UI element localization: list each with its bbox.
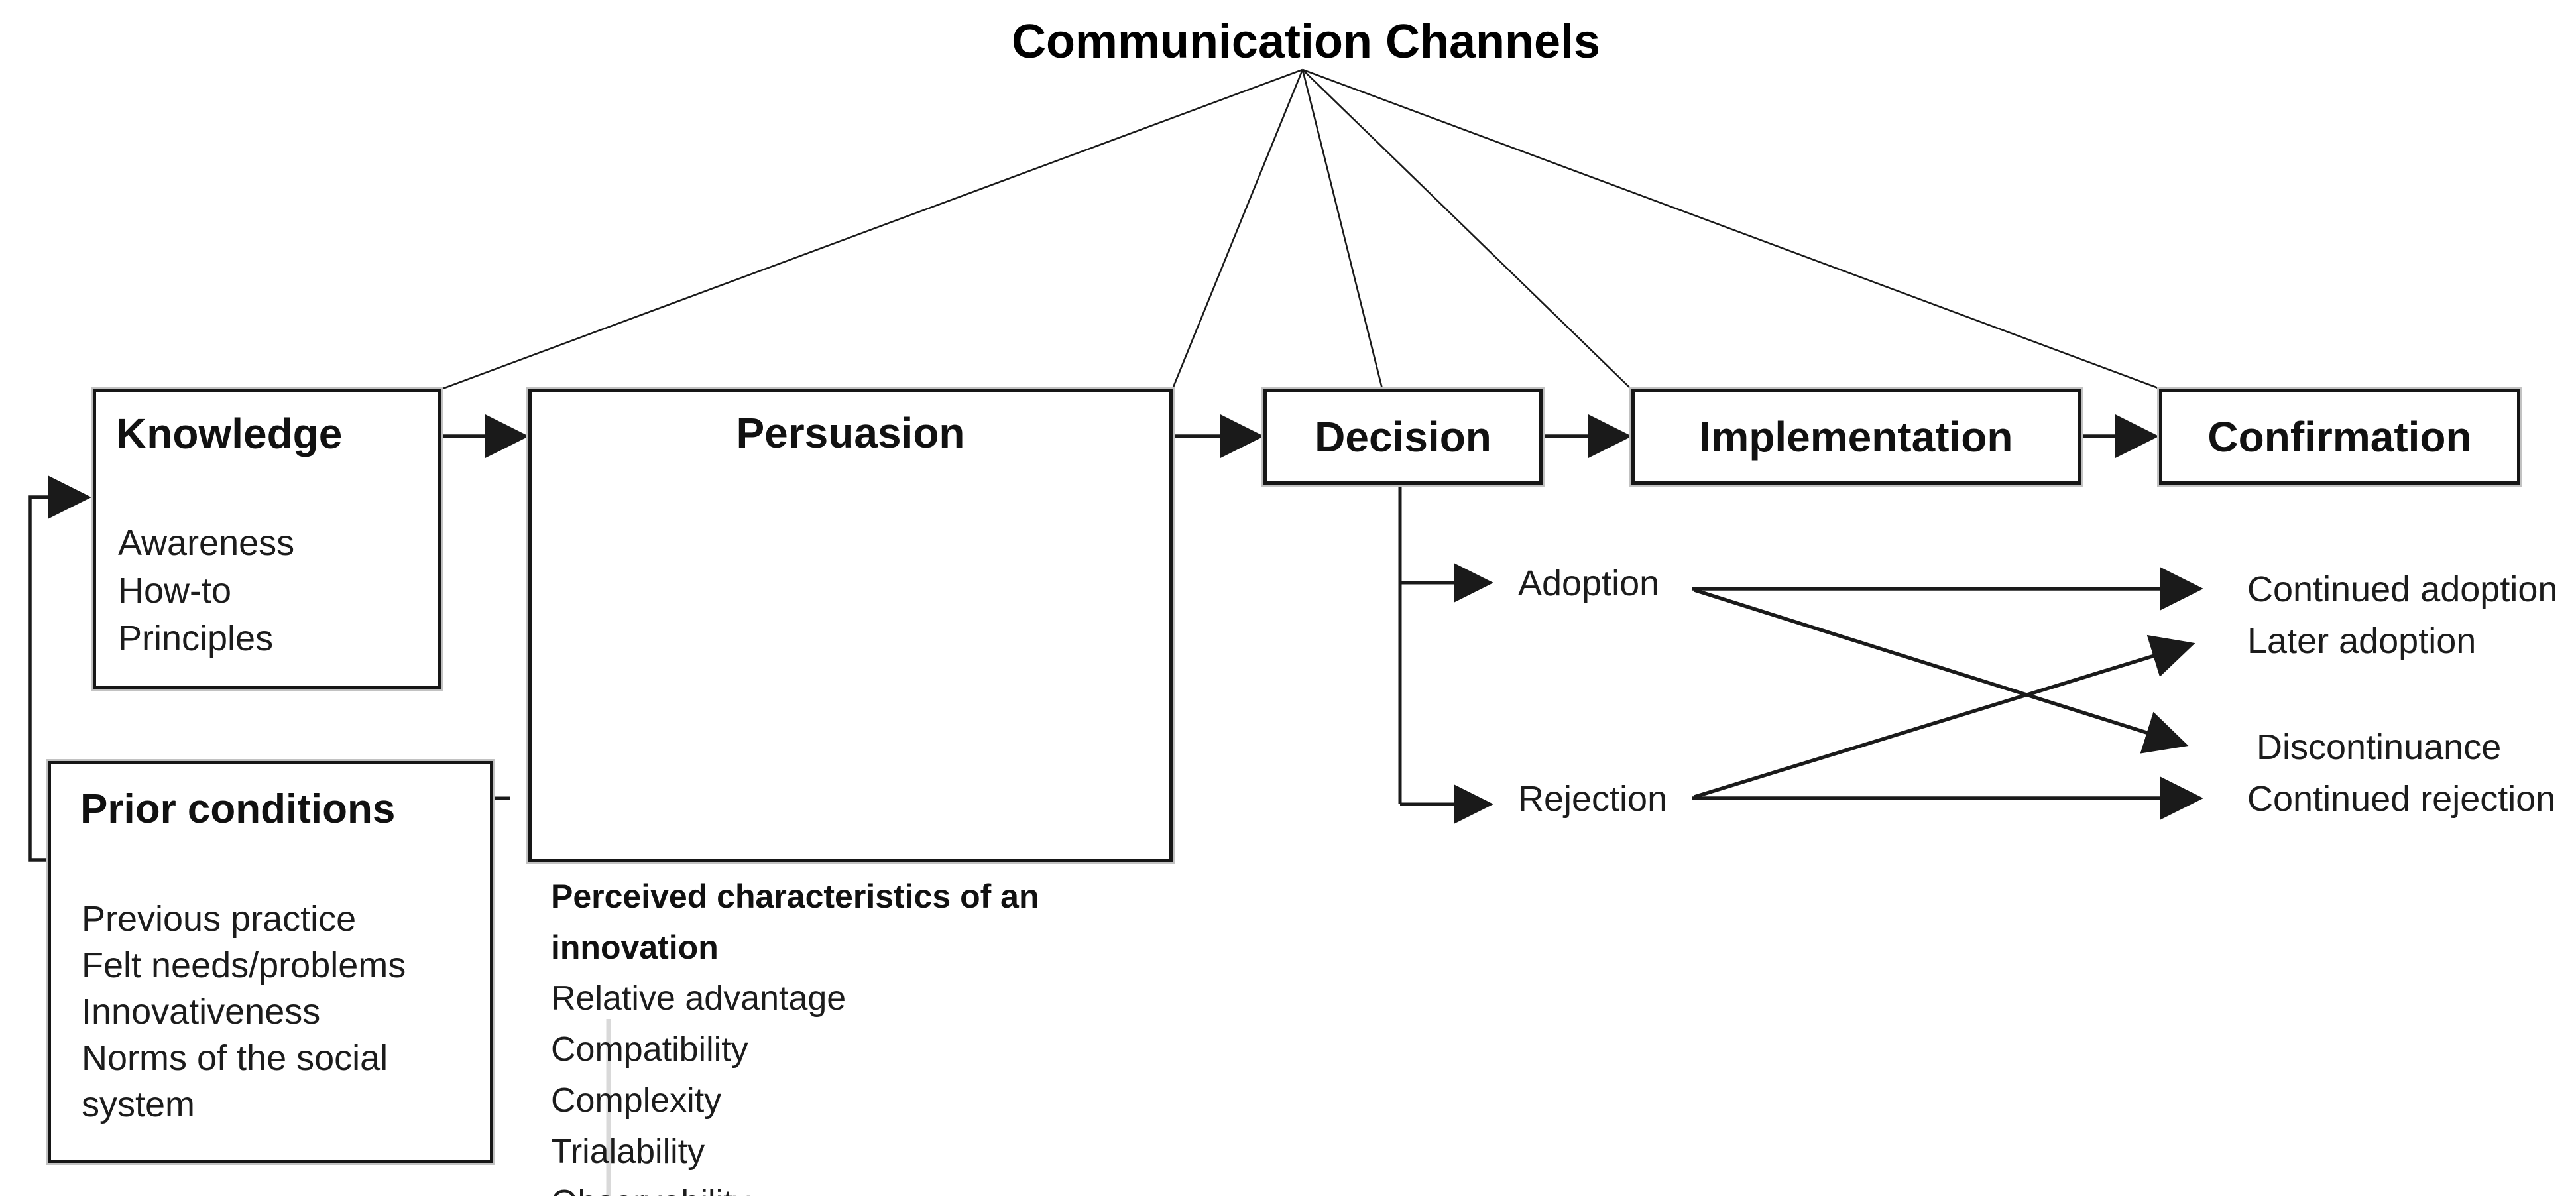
stage-box-knowledge: Knowledge Awareness How-to Principles	[91, 387, 443, 691]
arrow-rejection-later-adoption	[1694, 634, 2195, 799]
fan-line-decision	[1301, 69, 1383, 389]
fan-line-confirmation	[1302, 68, 2160, 390]
fan-line-knowledge	[442, 68, 1303, 390]
feedback-line-prior-knowledge	[28, 475, 91, 862]
stage-label-implementation: Implementation	[1699, 413, 2013, 461]
list-item: Observability	[551, 1177, 1151, 1196]
list-item: Principles	[118, 619, 274, 658]
outcome-label-later-adoption: Later adoption	[2247, 621, 2477, 661]
list-item: Trialability	[551, 1132, 705, 1171]
stage-label-decision: Decision	[1315, 413, 1492, 461]
list-item: Innovativeness	[82, 992, 321, 1032]
prior-conditions-label: Prior conditions	[80, 786, 396, 832]
list-item: Awareness	[118, 523, 295, 563]
fan-line-implementation	[1302, 69, 1631, 389]
list-item: Previous practice	[82, 899, 357, 939]
list-item: Compatibility	[551, 1030, 748, 1069]
list-item: Relative advantage	[551, 979, 847, 1018]
stage-label-persuasion: Persuasion	[736, 409, 965, 457]
branch-label-rejection: Rejection	[1518, 779, 1668, 819]
stage-box-persuasion: Persuasion Perceived characteristics of …	[526, 387, 1175, 1196]
prior-conditions-item-list: Previous practice Felt needs/problems In…	[82, 896, 466, 1128]
list-item: How-to	[118, 571, 232, 611]
persuasion-body: Perceived characteristics of an innovati…	[551, 871, 1151, 1196]
persuasion-subheading: Perceived characteristics of an innovati…	[551, 878, 1039, 966]
stage-label-knowledge: Knowledge	[116, 410, 343, 457]
stage-box-implementation: Implementation	[1629, 387, 2083, 487]
outcome-label-discontinuance: Discontinuance	[2256, 727, 2502, 767]
stage-box-decision: Decision	[1261, 387, 1545, 487]
stage-box-confirmation: Confirmation	[2157, 387, 2522, 487]
list-item: Complexity	[551, 1081, 722, 1120]
outcome-label-continued-rejection: Continued rejection	[2247, 779, 2556, 819]
list-item: Felt needs/problems	[82, 945, 406, 985]
knowledge-item-list: Awareness How-to Principles	[118, 519, 294, 662]
fan-line-persuasion	[1171, 69, 1304, 389]
list-item: Norms of the social system	[82, 1038, 388, 1124]
prior-conditions-box: Prior conditions Previous practice Felt …	[46, 759, 495, 1165]
arrow-adoption-discontinuance	[1694, 588, 2189, 754]
page-title: Communication Channels	[1011, 15, 1601, 68]
outcome-label-continued-adoption: Continued adoption	[2247, 569, 2558, 609]
branch-label-adoption: Adoption	[1518, 564, 1660, 603]
stage-label-confirmation: Confirmation	[2207, 413, 2472, 461]
